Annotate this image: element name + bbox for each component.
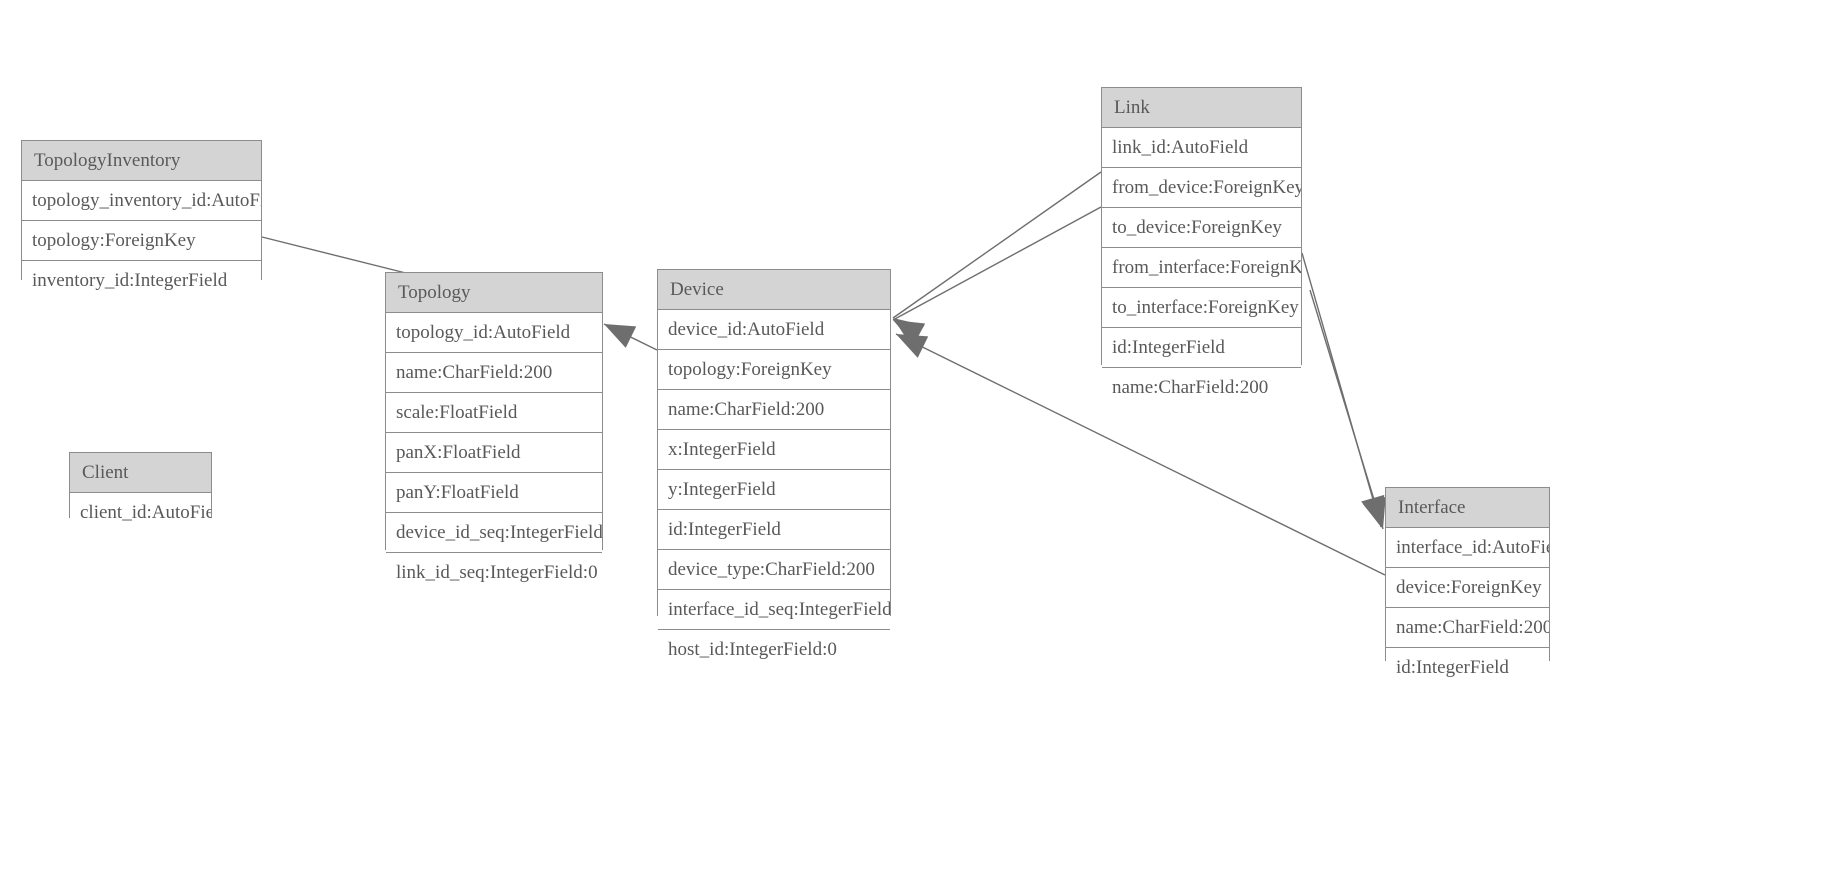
entity-field: y:IntegerField	[658, 470, 890, 510]
relation-link-from-device	[892, 171, 1102, 346]
entity-field: host_id:IntegerField:0	[658, 630, 890, 670]
entity-field: panX:FloatField	[386, 433, 602, 473]
entity-field: id:IntegerField	[1386, 648, 1549, 688]
relation-line	[892, 206, 1102, 321]
entity-fields-topology_inventory: topology_inventory_id:AutoFieldtopology:…	[22, 181, 261, 301]
entity-field: device_id_seq:IntegerField:0	[386, 513, 602, 553]
relation-link-from-interface	[1301, 252, 1385, 528]
entity-field: name:CharField:200	[386, 353, 602, 393]
entity-interface[interactable]: Interfaceinterface_id:AutoFielddevice:Fo…	[1385, 487, 1550, 688]
entity-field: topology_id:AutoField	[386, 313, 602, 353]
relation-line	[1309, 289, 1384, 530]
entity-field: scale:FloatField	[386, 393, 602, 433]
entity-title-topology_inventory: TopologyInventory	[22, 141, 261, 181]
entity-field: id:IntegerField	[1102, 328, 1301, 368]
entity-field: id:IntegerField	[658, 510, 890, 550]
entity-title-device: Device	[658, 270, 890, 310]
relation-line	[892, 171, 1102, 319]
relation-link-to-device	[892, 206, 1102, 345]
entity-field: to_device:ForeignKey	[1102, 208, 1301, 248]
entity-title-interface: Interface	[1386, 488, 1549, 528]
entity-field: interface_id:AutoField	[1386, 528, 1549, 568]
relation-device-topology	[603, 323, 658, 351]
entity-field: name:CharField:200	[1102, 368, 1301, 408]
entity-field: link_id_seq:IntegerField:0	[386, 553, 602, 593]
entity-title-link: Link	[1102, 88, 1301, 128]
relation-arrowhead	[893, 318, 925, 346]
entity-field: from_interface:ForeignKey	[1102, 248, 1301, 288]
entity-field: interface_id_seq:IntegerField:0	[658, 590, 890, 630]
entity-field: topology:ForeignKey	[22, 221, 261, 261]
entity-field: device:ForeignKey	[1386, 568, 1549, 608]
entity-field: name:CharField:200	[1386, 608, 1549, 648]
relation-arrowhead	[893, 320, 926, 345]
entity-field: inventory_id:IntegerField	[22, 261, 261, 301]
entity-fields-client: client_id:AutoField	[70, 493, 211, 533]
relation-line	[603, 323, 658, 351]
entity-field: topology:ForeignKey	[658, 350, 890, 390]
entity-field: topology_inventory_id:AutoField	[22, 181, 261, 221]
entity-fields-interface: interface_id:AutoFielddevice:ForeignKeyn…	[1386, 528, 1549, 688]
entity-field: x:IntegerField	[658, 430, 890, 470]
entity-field: from_device:ForeignKey	[1102, 168, 1301, 208]
entity-field: device_type:CharField:200	[658, 550, 890, 590]
entity-title-topology: Topology	[386, 273, 602, 313]
entity-field: panY:FloatField	[386, 473, 602, 513]
entity-title-client: Client	[70, 453, 211, 493]
relation-link-to-interface	[1309, 289, 1386, 530]
entity-field: device_id:AutoField	[658, 310, 890, 350]
entity-field: link_id:AutoField	[1102, 128, 1301, 168]
entity-field: to_interface:ForeignKey	[1102, 288, 1301, 328]
entity-field: name:CharField:200	[658, 390, 890, 430]
entity-field: client_id:AutoField	[70, 493, 211, 533]
relation-arrowhead	[604, 324, 637, 348]
relation-arrowhead	[896, 334, 929, 358]
relation-line	[1301, 252, 1382, 528]
